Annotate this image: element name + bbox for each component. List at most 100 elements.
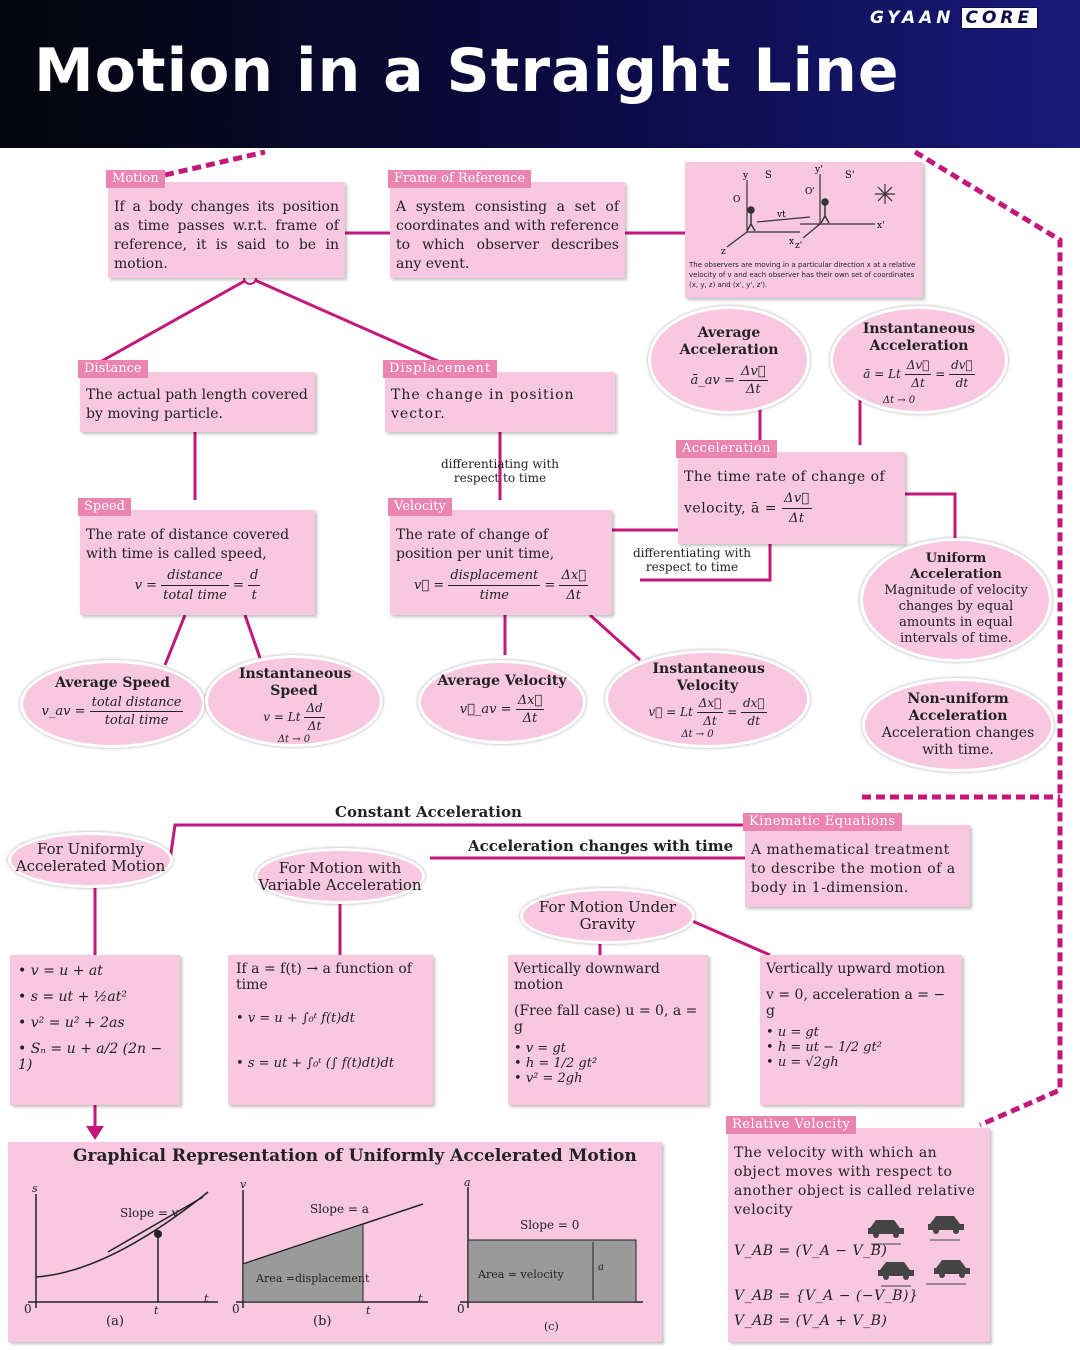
inst-vel-den2: dt bbox=[747, 714, 761, 728]
velocity-lhs: v⃗ = bbox=[414, 578, 445, 593]
uniform-eq-4: Sₙ = u + a/2 (2n − 1) bbox=[18, 1041, 172, 1073]
avg-acceleration-title: Average Acceleration bbox=[679, 325, 779, 358]
speed-den: total time bbox=[163, 588, 227, 603]
relative-velocity-text: The velocity with which an object moves … bbox=[734, 1145, 976, 1218]
inst-acceleration-oval: Instantaneous Acceleration ā = Lt Δv⃗Δt … bbox=[830, 306, 1008, 414]
label-x-prime: x' bbox=[877, 221, 885, 231]
frame-figure: S S' O O' vt x x' z z' y y' The observer… bbox=[685, 162, 923, 298]
avg-velocity-oval: Average Velocity v⃗_av = Δx⃗Δt bbox=[418, 660, 586, 744]
brand-right: CORE bbox=[960, 7, 1039, 29]
graph-b-area: Area =displacement bbox=[256, 1272, 370, 1285]
kinematic-text: A mathematical treatment to describe the… bbox=[751, 842, 956, 896]
avg-acc-den: Δt bbox=[745, 382, 761, 397]
nonuniform-acc-text: Acceleration changes with time. bbox=[881, 725, 1035, 758]
uniform-eq-1: v = u + at bbox=[18, 963, 172, 979]
upward-line2: v = 0, acceleration a = − g bbox=[766, 987, 946, 1019]
variable-intro: If a = f(t) → a function of time bbox=[236, 961, 412, 993]
displacement-box: Displacement The change in position vect… bbox=[383, 360, 615, 432]
const-acc-label: Constant Acceleration bbox=[335, 803, 522, 821]
speed-num2: d bbox=[248, 566, 261, 586]
diff-label-1: differentiating with respect to time bbox=[440, 457, 560, 485]
acc-changes-label: Acceleration changes with time bbox=[468, 837, 734, 855]
avg-vel-den: Δt bbox=[522, 711, 538, 726]
downward-card: Vertically downward motion (Free fall ca… bbox=[508, 955, 708, 1105]
speed-num: distance bbox=[161, 566, 229, 586]
upward-eq-1: u = gt bbox=[777, 1025, 819, 1040]
acceleration-num: Δv⃗ bbox=[781, 489, 812, 509]
avg-speed-num: total distance bbox=[89, 695, 184, 712]
velocity-box: Velocity The rate of change of position … bbox=[388, 498, 612, 615]
graph-b-label: (b) bbox=[313, 1314, 332, 1329]
inst-acc-num1: Δv⃗ bbox=[904, 357, 932, 375]
relative-velocity-box: Relative Velocity The velocity with whic… bbox=[726, 1116, 990, 1342]
tangent-point bbox=[154, 1230, 162, 1238]
label-y: y bbox=[742, 171, 749, 181]
cars-svg bbox=[868, 1216, 970, 1287]
label-y-prime: y' bbox=[814, 165, 823, 175]
avg-acc-num: Δv⃗ bbox=[738, 364, 768, 381]
label-o-prime: O' bbox=[805, 187, 815, 197]
label-z-prime: z' bbox=[795, 241, 802, 251]
velocity-num2: Δx⃗ bbox=[559, 566, 588, 586]
inst-speed-den: Δt bbox=[307, 719, 322, 733]
speed-lhs: v = bbox=[134, 578, 157, 593]
label-z: z bbox=[721, 247, 726, 257]
variable-eq-1: v = u + ∫₀ᵗ f(t)dt bbox=[247, 1011, 355, 1026]
uniformly-acc-oval: For Uniformly Accelerated Motion bbox=[8, 832, 173, 888]
velocity-den: time bbox=[479, 588, 509, 603]
event-star-icon bbox=[875, 184, 895, 204]
frame-tag: Frame of Reference bbox=[388, 170, 532, 188]
inst-acc-lhs: ā = Lt bbox=[863, 367, 901, 381]
upward-card: Vertically upward motion v = 0, accelera… bbox=[760, 955, 962, 1105]
speed-tag: Speed bbox=[78, 498, 131, 516]
graphs-svg bbox=[28, 1187, 643, 1308]
page-title: Motion in a Straight Line bbox=[34, 36, 900, 106]
inst-acceleration-title: Instantaneous Acceleration bbox=[862, 321, 976, 354]
inst-acc-den2: dt bbox=[955, 376, 969, 390]
avg-speed-title: Average Speed bbox=[55, 675, 170, 691]
avg-vel-num: Δx⃗ bbox=[515, 693, 545, 710]
nonuniform-acc-title: Non-uniform Acceleration bbox=[907, 691, 1009, 724]
inst-velocity-oval: Instantaneous Velocity v⃗ = Lt Δx⃗Δt = d… bbox=[605, 650, 810, 748]
label-vt: vt bbox=[776, 210, 786, 220]
inst-vel-num2: dx⃗ bbox=[740, 695, 767, 713]
upward-line1: Vertically upward motion bbox=[766, 961, 946, 977]
uniform-acc-oval: Uniform Acceleration Magnitude of veloci… bbox=[860, 538, 1052, 662]
label-s-prime: S' bbox=[845, 170, 855, 181]
downward-eq-3: v² = 2gh bbox=[525, 1071, 583, 1086]
avg-acc-lhs: ā_av = bbox=[690, 373, 735, 388]
downward-eq-2: h = 1/2 gt² bbox=[525, 1056, 598, 1071]
frame-box: Frame of Reference A system consisting a… bbox=[388, 170, 625, 278]
observer-icon-2 bbox=[820, 198, 830, 224]
frame-axes-diagram: S S' O O' vt x x' z z' y y' bbox=[721, 165, 895, 257]
diff-label-2: differentiating with respect to time bbox=[632, 546, 752, 574]
inst-vel-lhs: v⃗ = Lt bbox=[648, 705, 693, 719]
uniformly-acc-title: For Uniformly Accelerated Motion bbox=[15, 840, 166, 875]
downward-eq-1: v = gt bbox=[525, 1041, 566, 1056]
kinematic-box: Kinematic Equations A mathematical treat… bbox=[743, 813, 970, 907]
acceleration-den: Δt bbox=[788, 511, 805, 526]
graph-b-t: t bbox=[366, 1304, 371, 1317]
graph-c-side: a bbox=[598, 1262, 604, 1273]
graph-a-y: s bbox=[32, 1182, 38, 1195]
inst-vel-den1: Δt bbox=[703, 714, 717, 728]
graph-c-origin: 0 bbox=[457, 1302, 465, 1316]
area-displacement-region bbox=[242, 1223, 364, 1303]
variable-equations-card: If a = f(t) → a function of time • v = u… bbox=[228, 955, 433, 1105]
variable-eq-2: s = ut + ∫₀ᵗ (∫ f(t)dt)dt bbox=[247, 1056, 395, 1071]
graph-a-slope: Slope = v bbox=[120, 1206, 179, 1220]
uniform-eq-3: v² = u² + 2as bbox=[18, 1015, 172, 1031]
acceleration-lhs: velocity, ā = bbox=[684, 500, 778, 517]
inst-acc-num2: dv⃗ bbox=[949, 357, 975, 375]
car-icon-2 bbox=[928, 1216, 964, 1234]
gravity-title: For Motion Under Gravity bbox=[538, 898, 677, 933]
car-icon-4 bbox=[934, 1260, 970, 1278]
inst-vel-limit: Δt → 0 bbox=[681, 729, 714, 740]
graph-a-t: t bbox=[154, 1304, 159, 1317]
acceleration-tag: Acceleration bbox=[676, 440, 778, 458]
downward-line1: Vertically downward motion bbox=[514, 961, 660, 993]
graph-b-origin: 0 bbox=[232, 1302, 240, 1316]
